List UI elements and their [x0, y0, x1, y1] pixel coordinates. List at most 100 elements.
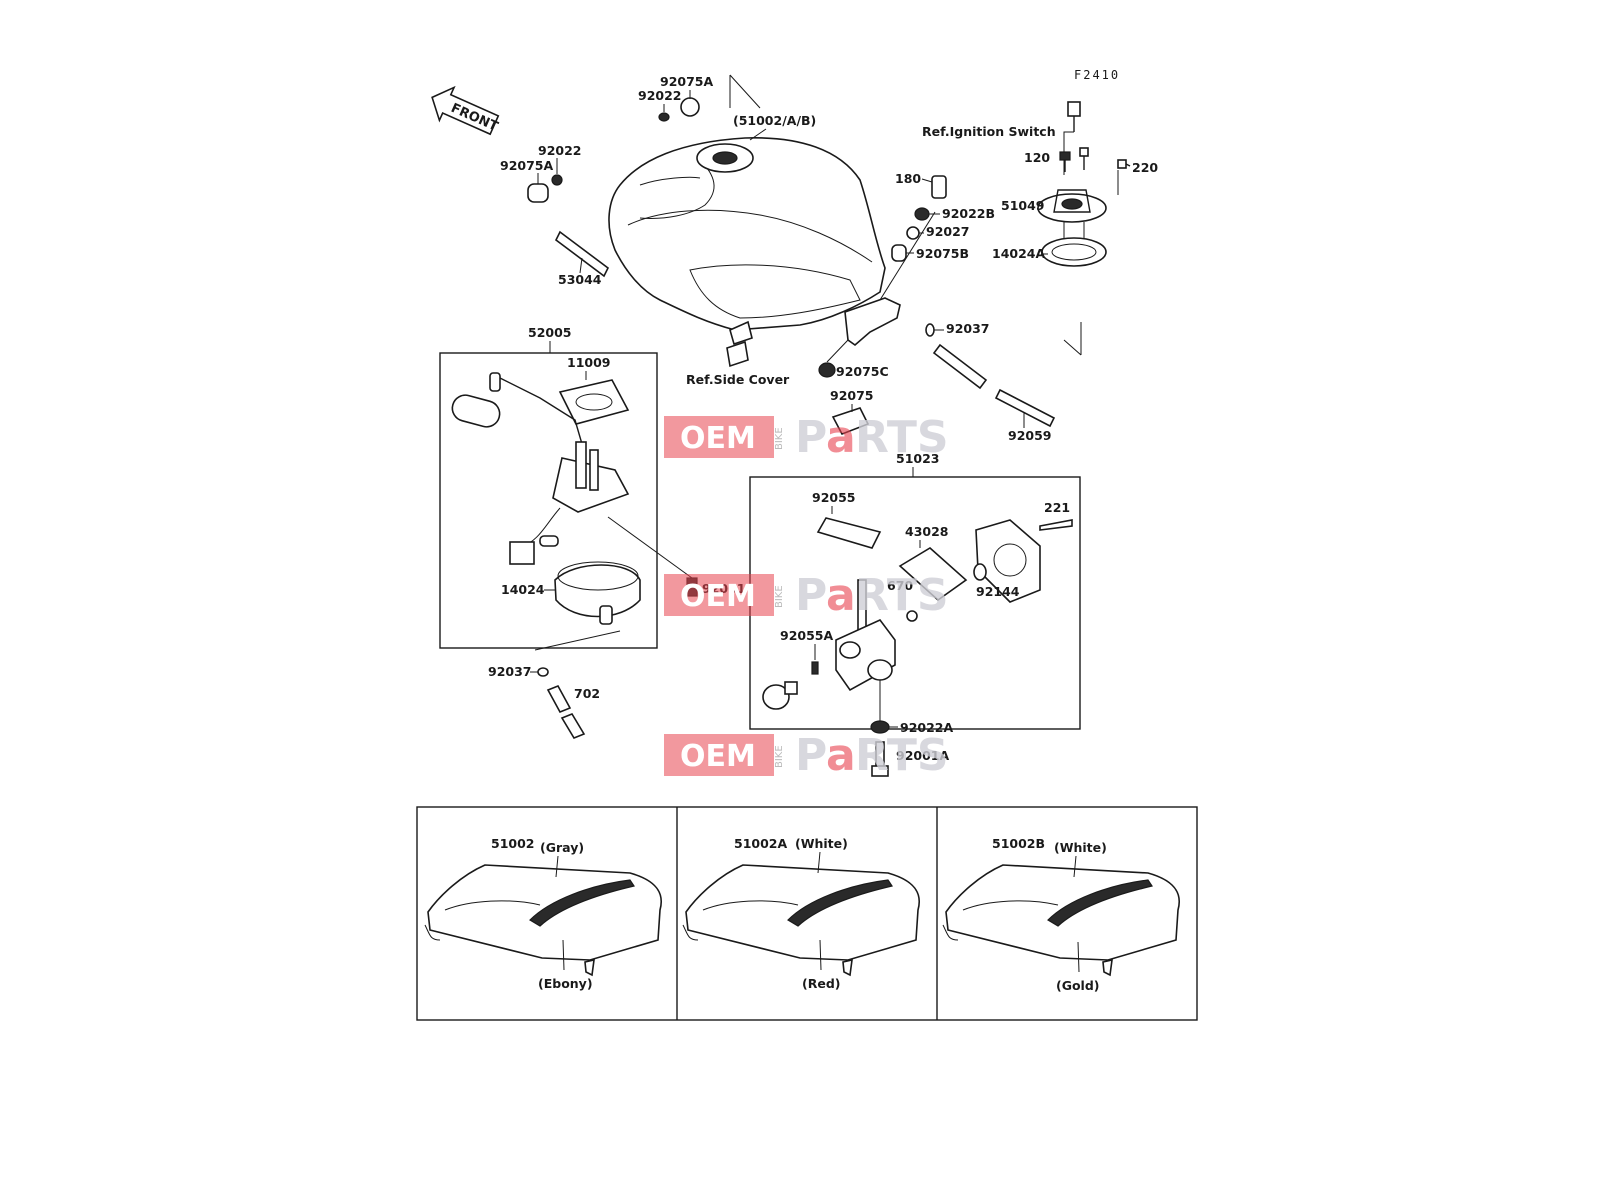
o-ring [811, 661, 819, 675]
collar [906, 226, 920, 240]
gasket [558, 379, 630, 425]
callout-label: 92075A [660, 74, 713, 89]
bolt-icon [1059, 151, 1071, 161]
svg-text:P: P [795, 412, 827, 463]
figure-code: F2410 [1074, 68, 1120, 82]
callout-label: 120 [1024, 150, 1050, 165]
callout-label: 702 [574, 686, 600, 701]
sensor-guard [554, 561, 641, 625]
svg-text:OEM: OEM [680, 739, 756, 774]
watermark: OEM BIKE P a RTS [664, 570, 949, 621]
svg-text:OEM: OEM [680, 579, 756, 614]
variant-color: (White) [795, 836, 848, 851]
callout-label: 92037 [488, 664, 532, 679]
screw-icon [1079, 147, 1089, 157]
collar [551, 174, 563, 186]
svg-text:RTS: RTS [855, 570, 949, 621]
callout-label: 92022 [538, 143, 582, 158]
callout-label: 52005 [528, 325, 572, 340]
collar [658, 112, 670, 122]
fuel-hose [994, 388, 1056, 428]
rubber-damper [527, 183, 549, 203]
variant-part-number: 51002B [992, 836, 1045, 851]
watermark: OEM BIKE P a RTS [664, 730, 949, 781]
callout-label: Ref.Side Cover [686, 372, 790, 387]
screw-icon [1039, 519, 1073, 531]
cap-gasket [1041, 237, 1107, 267]
registration-mark [1063, 322, 1082, 356]
callout-label: 92022A [900, 720, 953, 735]
side-cover-grommet [726, 340, 749, 368]
key-icon [1067, 101, 1081, 117]
svg-text:P: P [795, 570, 827, 621]
callout-label: 92022 [638, 88, 682, 103]
callout-label: Ref.Ignition Switch [922, 124, 1056, 139]
callout-label: 92075C [836, 364, 889, 379]
callout-label: 670 [887, 578, 913, 593]
variant-stripe-color: (Red) [802, 976, 840, 991]
connector-icon [509, 541, 535, 565]
variant-color: (White) [1054, 840, 1107, 855]
breather-hose [554, 230, 610, 278]
watermark: OEM BIKE P a RTS [664, 412, 949, 463]
bolt-icon [931, 175, 947, 199]
variant-panel: 51002 (Gray) (Ebony) [424, 836, 662, 991]
variant-color: (Gray) [540, 840, 584, 855]
svg-text:BIKE: BIKE [774, 745, 785, 768]
svg-text:OEM: OEM [680, 421, 756, 456]
fuel-level-sensor-group [439, 352, 658, 649]
svg-text:BIKE: BIKE [774, 585, 785, 608]
clamp [925, 323, 935, 337]
callout-label: 92037 [946, 321, 990, 336]
callout-label: 92055A [780, 628, 833, 643]
connector-icon [539, 535, 559, 547]
bolt-icon [871, 765, 889, 777]
variant-stripe-color: (Ebony) [538, 976, 593, 991]
svg-text:a: a [826, 412, 856, 463]
svg-text:a: a [826, 730, 856, 781]
callout-label: 51049 [1001, 198, 1045, 213]
color-variant-panels [416, 806, 1198, 1021]
fuel-cap [1061, 198, 1083, 210]
callout-label: 92144 [976, 584, 1020, 599]
rubber-damper [831, 407, 870, 436]
callout-label: 220 [1132, 160, 1158, 175]
callout-label: 92075B [916, 246, 969, 261]
variant-part-number: 51002 [491, 836, 535, 851]
variant-panel: 51002A (White) (Red) [682, 836, 920, 991]
rubber-damper [680, 97, 700, 117]
callout-label: 221 [1044, 500, 1070, 515]
registration-mark [729, 74, 761, 109]
clamp [537, 667, 549, 677]
callout-label: 51023 [896, 451, 940, 466]
fuel-hose [932, 343, 988, 390]
callout-label: 180 [895, 171, 921, 186]
callout-label: 43028 [905, 524, 949, 539]
callout-label: 92027 [926, 224, 970, 239]
diaphragm-plate [898, 547, 968, 602]
callout-label: (51002/A/B) [733, 113, 816, 128]
callout-label: 11009 [567, 355, 611, 370]
fuel-tank [608, 137, 886, 331]
fuel-hose [560, 713, 586, 739]
callout-label: 92075A [500, 158, 553, 173]
variant-panel: 51002B (White) (Gold) [942, 836, 1180, 993]
knob-icon [762, 684, 790, 710]
callout-label: 92075 [830, 388, 874, 403]
callout-label: 92059 [1008, 428, 1052, 443]
knob-icon [784, 681, 798, 695]
side-cover-grommet [729, 320, 753, 346]
svg-text:RTS: RTS [855, 730, 949, 781]
callout-label: 53044 [558, 272, 602, 287]
screw-icon [1117, 159, 1127, 169]
callout-label: 92001A [896, 748, 949, 763]
o-ring [906, 610, 918, 622]
front-arrow-icon: FRONT [431, 85, 500, 136]
callout-label: 92022B [942, 206, 995, 221]
rubber-damper [891, 244, 907, 262]
rubber-damper [818, 362, 836, 378]
float-arm [451, 372, 630, 513]
callout-label: 14024A [992, 246, 1045, 261]
variant-stripe-color: (Gold) [1056, 978, 1100, 993]
